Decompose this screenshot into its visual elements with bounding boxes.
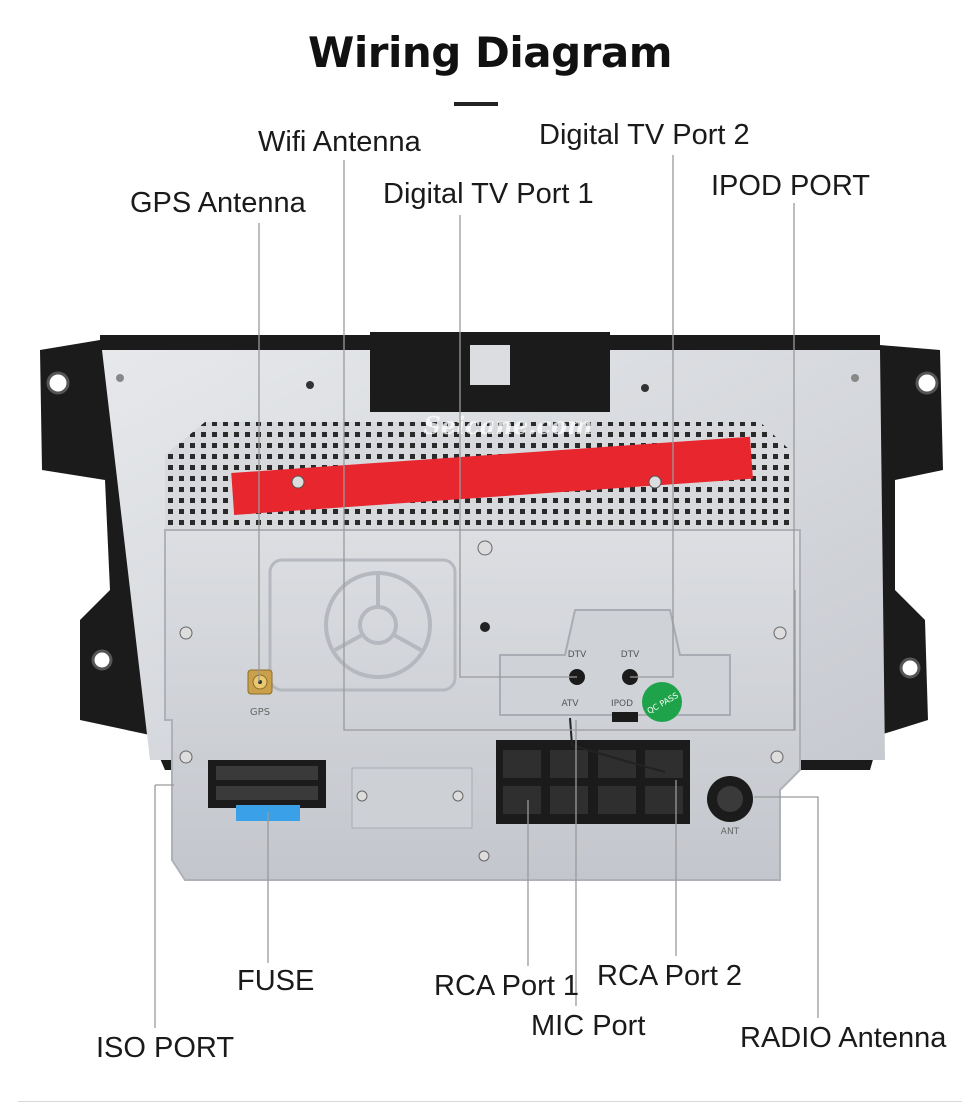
leader-dtv1 [459, 215, 577, 678]
label-digital-tv-port-1: Digital TV Port 1 [383, 178, 594, 210]
radio-antenna-socket: ANT [707, 776, 753, 837]
dtv-2-marking: DTV [621, 650, 640, 660]
label-iso-port: ISO PORT [96, 1032, 235, 1064]
warning-sticker [231, 436, 753, 515]
page-title: Wiring Diagram [308, 28, 672, 77]
label-radio-antenna: RADIO Antenna [740, 1022, 947, 1054]
label-wifi-antenna: Wifi Antenna [258, 126, 421, 158]
iso-connector [208, 760, 326, 821]
qc-pass-badge [642, 682, 682, 722]
leader-iso [154, 784, 174, 1028]
gps-marking: GPS [250, 707, 270, 718]
atv-marking: ATV [561, 699, 579, 709]
title-underline [454, 102, 498, 106]
label-mic-port: MIC Port [531, 1010, 646, 1042]
leader-lines [154, 155, 819, 1028]
leader-wifi [343, 160, 796, 731]
ipod-marking: IPOD [611, 699, 633, 709]
ant-marking: ANT [721, 827, 740, 837]
label-fuse: FUSE [237, 965, 315, 997]
leader-radio [754, 796, 819, 1018]
label-rca-port-1: RCA Port 1 [434, 970, 580, 1002]
dtv-1-marking: DTV [568, 650, 587, 660]
leader-dtv2 [630, 155, 674, 678]
label-ipod-port: IPOD PORT [711, 170, 870, 202]
label-gps-antenna: GPS Antenna [130, 187, 306, 219]
label-rca-port-2: RCA Port 2 [597, 960, 743, 992]
watermark: Seicane.com [424, 411, 593, 440]
gps-connector: GPS [247, 669, 273, 718]
bottom-divider [18, 1101, 962, 1102]
label-digital-tv-port-2: Digital TV Port 2 [539, 119, 750, 151]
ipod-socket [612, 712, 638, 722]
